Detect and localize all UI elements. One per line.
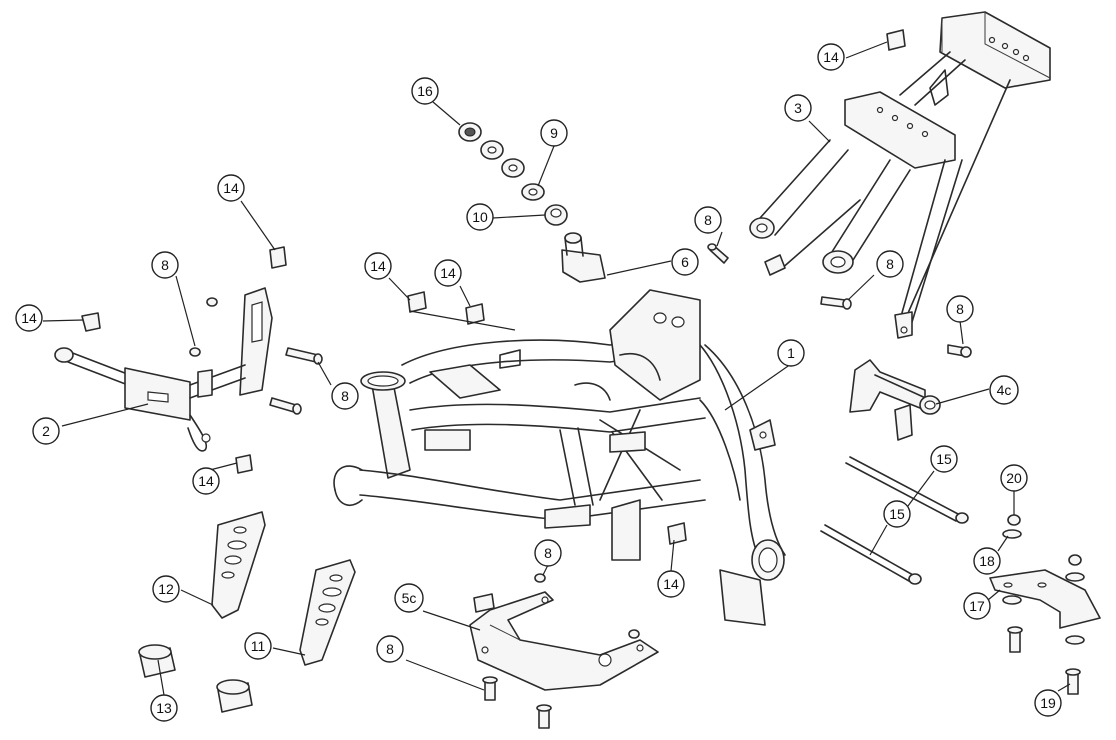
callout-3: 3 — [784, 94, 812, 122]
callout-14-e: 14 — [434, 259, 462, 287]
callout-14-g: 14 — [817, 43, 845, 71]
svg-text:8: 8 — [544, 545, 552, 561]
svg-text:1: 1 — [787, 345, 795, 361]
callout-12: 12 — [152, 575, 180, 603]
callout-14-d: 14 — [364, 252, 392, 280]
callout-8-b: 8 — [331, 382, 359, 410]
mount-block-6 — [561, 232, 606, 283]
callout-10: 10 — [466, 203, 494, 231]
callout-14-a: 14 — [217, 174, 245, 202]
callout-5c: 5c — [394, 583, 424, 613]
washer-stack — [458, 122, 568, 226]
svg-text:10: 10 — [472, 209, 488, 225]
callout-11: 11 — [244, 632, 272, 660]
svg-text:3: 3 — [794, 100, 802, 116]
callout-8-d: 8 — [876, 250, 904, 278]
lower-bracket-5c — [469, 591, 659, 691]
svg-text:8: 8 — [161, 257, 169, 273]
svg-text:14: 14 — [21, 310, 37, 326]
svg-text:8: 8 — [341, 388, 349, 404]
svg-text:8: 8 — [704, 212, 712, 228]
svg-text:14: 14 — [198, 473, 214, 489]
callout-14-f: 14 — [657, 570, 685, 598]
svg-text:15: 15 — [889, 506, 905, 522]
callout-8-e: 8 — [946, 295, 974, 323]
callout-17: 17 — [963, 592, 991, 620]
left-bracket-assembly — [54, 287, 273, 452]
svg-text:9: 9 — [550, 125, 558, 141]
svg-text:16: 16 — [417, 83, 433, 99]
plate-17 — [989, 569, 1101, 629]
rear-subframe — [749, 11, 1051, 339]
callout-8-a: 8 — [151, 251, 179, 279]
leader-lines — [42, 41, 1071, 696]
svg-text:5c: 5c — [402, 590, 417, 606]
callout-2: 2 — [32, 417, 60, 445]
bracket-4c — [849, 359, 941, 441]
svg-text:8: 8 — [386, 641, 394, 657]
svg-text:14: 14 — [223, 180, 239, 196]
callout-18: 18 — [973, 547, 1001, 575]
plate-12 — [211, 511, 266, 619]
svg-text:14: 14 — [663, 576, 679, 592]
svg-text:2: 2 — [42, 423, 50, 439]
callout-8-g: 8 — [376, 635, 404, 663]
callout-14-b: 14 — [15, 304, 43, 332]
long-bolts-15 — [820, 456, 969, 585]
svg-text:13: 13 — [156, 700, 172, 716]
callout-15-a: 15 — [930, 445, 958, 473]
svg-text:18: 18 — [979, 553, 995, 569]
svg-text:4c: 4c — [997, 382, 1012, 398]
svg-text:8: 8 — [956, 301, 964, 317]
callout-15-b: 15 — [883, 500, 911, 528]
callout-20: 20 — [1000, 464, 1028, 492]
svg-text:19: 19 — [1040, 695, 1056, 711]
svg-text:14: 14 — [823, 49, 839, 65]
callout-13: 13 — [150, 694, 178, 722]
callout-8-f: 8 — [534, 539, 562, 567]
callout-16: 16 — [411, 77, 439, 105]
svg-text:6: 6 — [681, 254, 689, 270]
callout-8-c: 8 — [694, 206, 722, 234]
hardware — [81, 29, 1085, 729]
main-frame — [333, 289, 786, 626]
callout-14-c: 14 — [192, 467, 220, 495]
svg-text:11: 11 — [251, 638, 266, 654]
svg-text:14: 14 — [370, 258, 386, 274]
svg-text:15: 15 — [936, 451, 952, 467]
callout-19: 19 — [1034, 689, 1062, 717]
plate-11 — [299, 559, 356, 666]
svg-text:8: 8 — [886, 256, 894, 272]
svg-text:17: 17 — [969, 598, 985, 614]
callout-1: 1 — [777, 339, 805, 367]
callout-4c: 4c — [989, 375, 1019, 405]
svg-text:14: 14 — [440, 265, 456, 281]
callout-6: 6 — [671, 248, 699, 276]
svg-text:20: 20 — [1006, 470, 1022, 486]
callout-9: 9 — [540, 119, 568, 147]
spacer-13 — [138, 644, 253, 713]
svg-text:12: 12 — [158, 581, 174, 597]
